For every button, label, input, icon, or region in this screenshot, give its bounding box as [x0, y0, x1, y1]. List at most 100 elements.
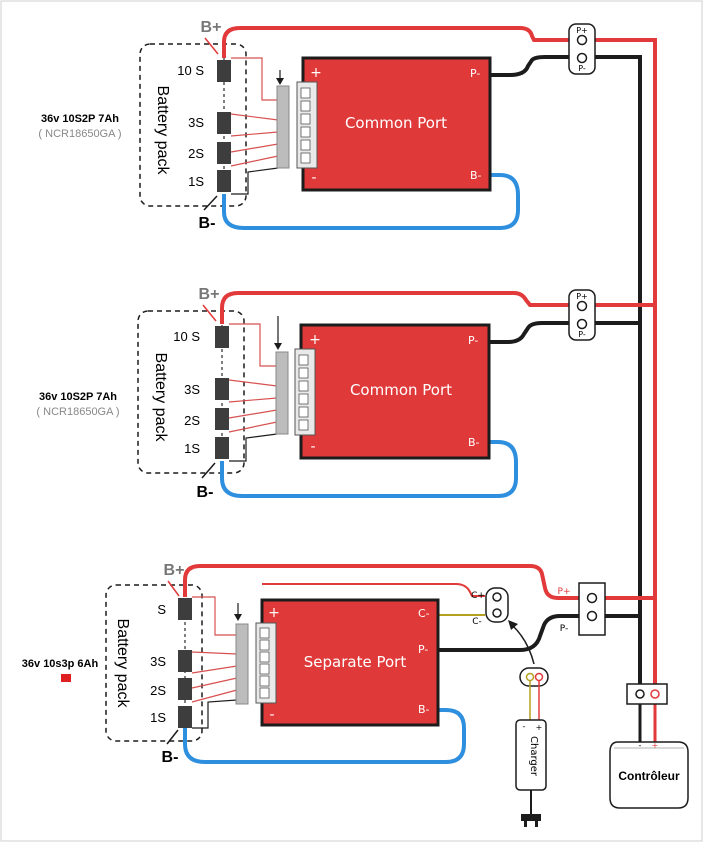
- pack2-terminal-p-minus: P-: [578, 330, 586, 339]
- charger-mains-plug: [521, 814, 541, 821]
- controller-connector-pos-pin: [650, 689, 660, 699]
- pack2-outline: [137, 310, 245, 474]
- pack2-cell-label-1s: 1S: [184, 441, 200, 456]
- charger-plug-pos-pin: [534, 672, 544, 682]
- pack2-b-minus-wire: [220, 440, 518, 498]
- pack1-outline: [139, 43, 247, 207]
- pack2-connector-arrow-head: [274, 343, 282, 350]
- pack3-bms-b-minus: B-: [418, 703, 430, 716]
- controller-connector-neg-pin: [635, 689, 645, 699]
- pack3-balance-connector: [235, 623, 249, 705]
- pack2-balance-wire-5: [228, 421, 278, 433]
- pack3-p-minus-wire: [438, 614, 590, 652]
- controller-body: [609, 741, 689, 809]
- pack-1: Battery pack 36v 10S2P 7Ah ( NCR18650GA …: [38, 19, 596, 232]
- pack1-balance-connector: [276, 85, 290, 169]
- pack1-cell-10s: [217, 60, 231, 82]
- pack1-cell-label-10s: 10 S: [177, 63, 204, 78]
- pack3-charge-port: [485, 587, 509, 623]
- pack3-terminal-p-plus: P+: [558, 587, 571, 597]
- pack2-balance-wire-3: [228, 397, 278, 403]
- pack3-terminal-pos-pin: [586, 592, 598, 604]
- pack1-b-plus-arrow: [204, 37, 219, 55]
- pack2-b-minus-arrow: [201, 462, 216, 479]
- pack2-bms-b-minus: B-: [468, 436, 480, 449]
- pack2-terminal-p-plus: P+: [576, 292, 588, 301]
- pack1-connector-arrow-head: [276, 78, 284, 85]
- charger-plus-label: +: [536, 723, 543, 732]
- charger-mains-prong-1: [524, 821, 527, 827]
- pack3-balance-wire-4: [191, 677, 238, 689]
- pack1-terminal-neg-pin: [576, 52, 588, 64]
- pack2-balance-wire-4: [228, 409, 278, 419]
- pack1-battery-pack-label: Battery pack: [154, 86, 171, 176]
- pack1-p-minus-wire: [490, 55, 575, 77]
- pack1-bms-p-minus: P-: [470, 67, 480, 80]
- pack2-b-plus-arrow: [202, 304, 217, 322]
- pack2-terminal-pos-pin: [576, 300, 588, 312]
- pack3-bms-c-minus: C-: [418, 607, 430, 620]
- charger-plug-neg-pin: [525, 672, 535, 682]
- pack1-b-minus-wire: [222, 173, 520, 230]
- pack2-cell-label-10s: 10 S: [173, 329, 200, 344]
- main-bus: [585, 38, 668, 742]
- pack3-bms-minus: -: [269, 707, 274, 723]
- pack2-b-plus-label: B+: [199, 286, 220, 303]
- pack3-bms-title: Separate Port: [304, 653, 407, 671]
- pack1-bms-b-minus: B-: [470, 169, 482, 182]
- pack1-terminal-p-plus: P+: [576, 26, 588, 35]
- pack1-cell-label-1s: 1S: [188, 174, 204, 189]
- pack3-balance-wire-5: [191, 689, 238, 703]
- pack2-balance-wire-1: [229, 323, 277, 367]
- pack2-bms-title: Common Port: [350, 381, 452, 399]
- pack2-cell-2s: [215, 408, 229, 430]
- pack-3: Battery pack 36v 10s3p 6Ah S 3S 2S 1S B+…: [22, 562, 606, 766]
- pack2-terminal-neg-pin: [576, 318, 588, 330]
- pack1-spec: 36v 10S2P 7Ah: [41, 113, 119, 125]
- pack1-terminal-pos-pin: [576, 34, 588, 46]
- pack1-cell-model: ( NCR18650GA ): [38, 128, 121, 140]
- pack2-output-terminal: [568, 289, 596, 341]
- controller-minus-label: -: [639, 741, 642, 750]
- pack1-b-plus-label: B+: [201, 19, 222, 36]
- pack1-b-minus-arrow: [203, 195, 218, 211]
- pack2-cell-label-2s: 2S: [184, 413, 200, 428]
- pack1-balance-wire-2: [230, 113, 279, 121]
- pack3-cell-label-3s: 3S: [150, 654, 166, 669]
- pack3-spec: 36v 10s3p 6Ah: [22, 658, 99, 670]
- controller-plus-label: +: [652, 741, 659, 750]
- pack2-cell-1s: [215, 437, 229, 459]
- bus-positive-wire: [585, 38, 657, 690]
- pack3-b-minus-label: B-: [162, 749, 179, 766]
- pack3-balance-wire-3: [191, 665, 238, 674]
- pack3-c-minus-label: C-: [472, 617, 482, 627]
- pack3-b-minus-arrow: [166, 729, 179, 745]
- pack3-cell-label-2s: 2S: [150, 683, 166, 698]
- bus-negative-wire: [585, 55, 642, 690]
- pack2-cell-3s: [215, 378, 229, 400]
- pack1-bms-socket-pins: [300, 87, 311, 164]
- pack3-cell-1s: [178, 706, 192, 728]
- charger-label: Charger: [528, 736, 539, 777]
- pack3-balance-wire-2: [191, 651, 238, 655]
- pack1-cell-label-3s: 3S: [188, 115, 204, 130]
- pack3-cell-label-s: S: [157, 602, 166, 617]
- pack-2: Battery pack 36v 10S2P 7Ah ( NCR18650GA …: [36, 286, 596, 501]
- pack3-charge-port-c-minus-pin: [492, 608, 502, 618]
- pack2-bms-p-minus: P-: [468, 334, 478, 347]
- pack3-charger-arrow-head: [508, 620, 518, 630]
- pack3-cell-3s: [178, 650, 192, 672]
- pack3-balance-wire-6: [192, 699, 238, 729]
- pack3-cell-label-1s: 1S: [150, 710, 166, 725]
- pack1-cell-label-2s: 2S: [188, 146, 204, 161]
- pack1-terminal-p-minus: P-: [578, 64, 586, 73]
- pack2-bms-minus: -: [310, 439, 315, 455]
- pack3-cell-2s: [178, 678, 192, 700]
- pack3-connector-arrow-head: [234, 614, 242, 621]
- pack1-output-terminal: [568, 23, 596, 75]
- controller-label: Contrôleur: [618, 769, 680, 783]
- pack3-outline: [105, 584, 203, 742]
- pack3-balance-wire-1: [192, 596, 237, 636]
